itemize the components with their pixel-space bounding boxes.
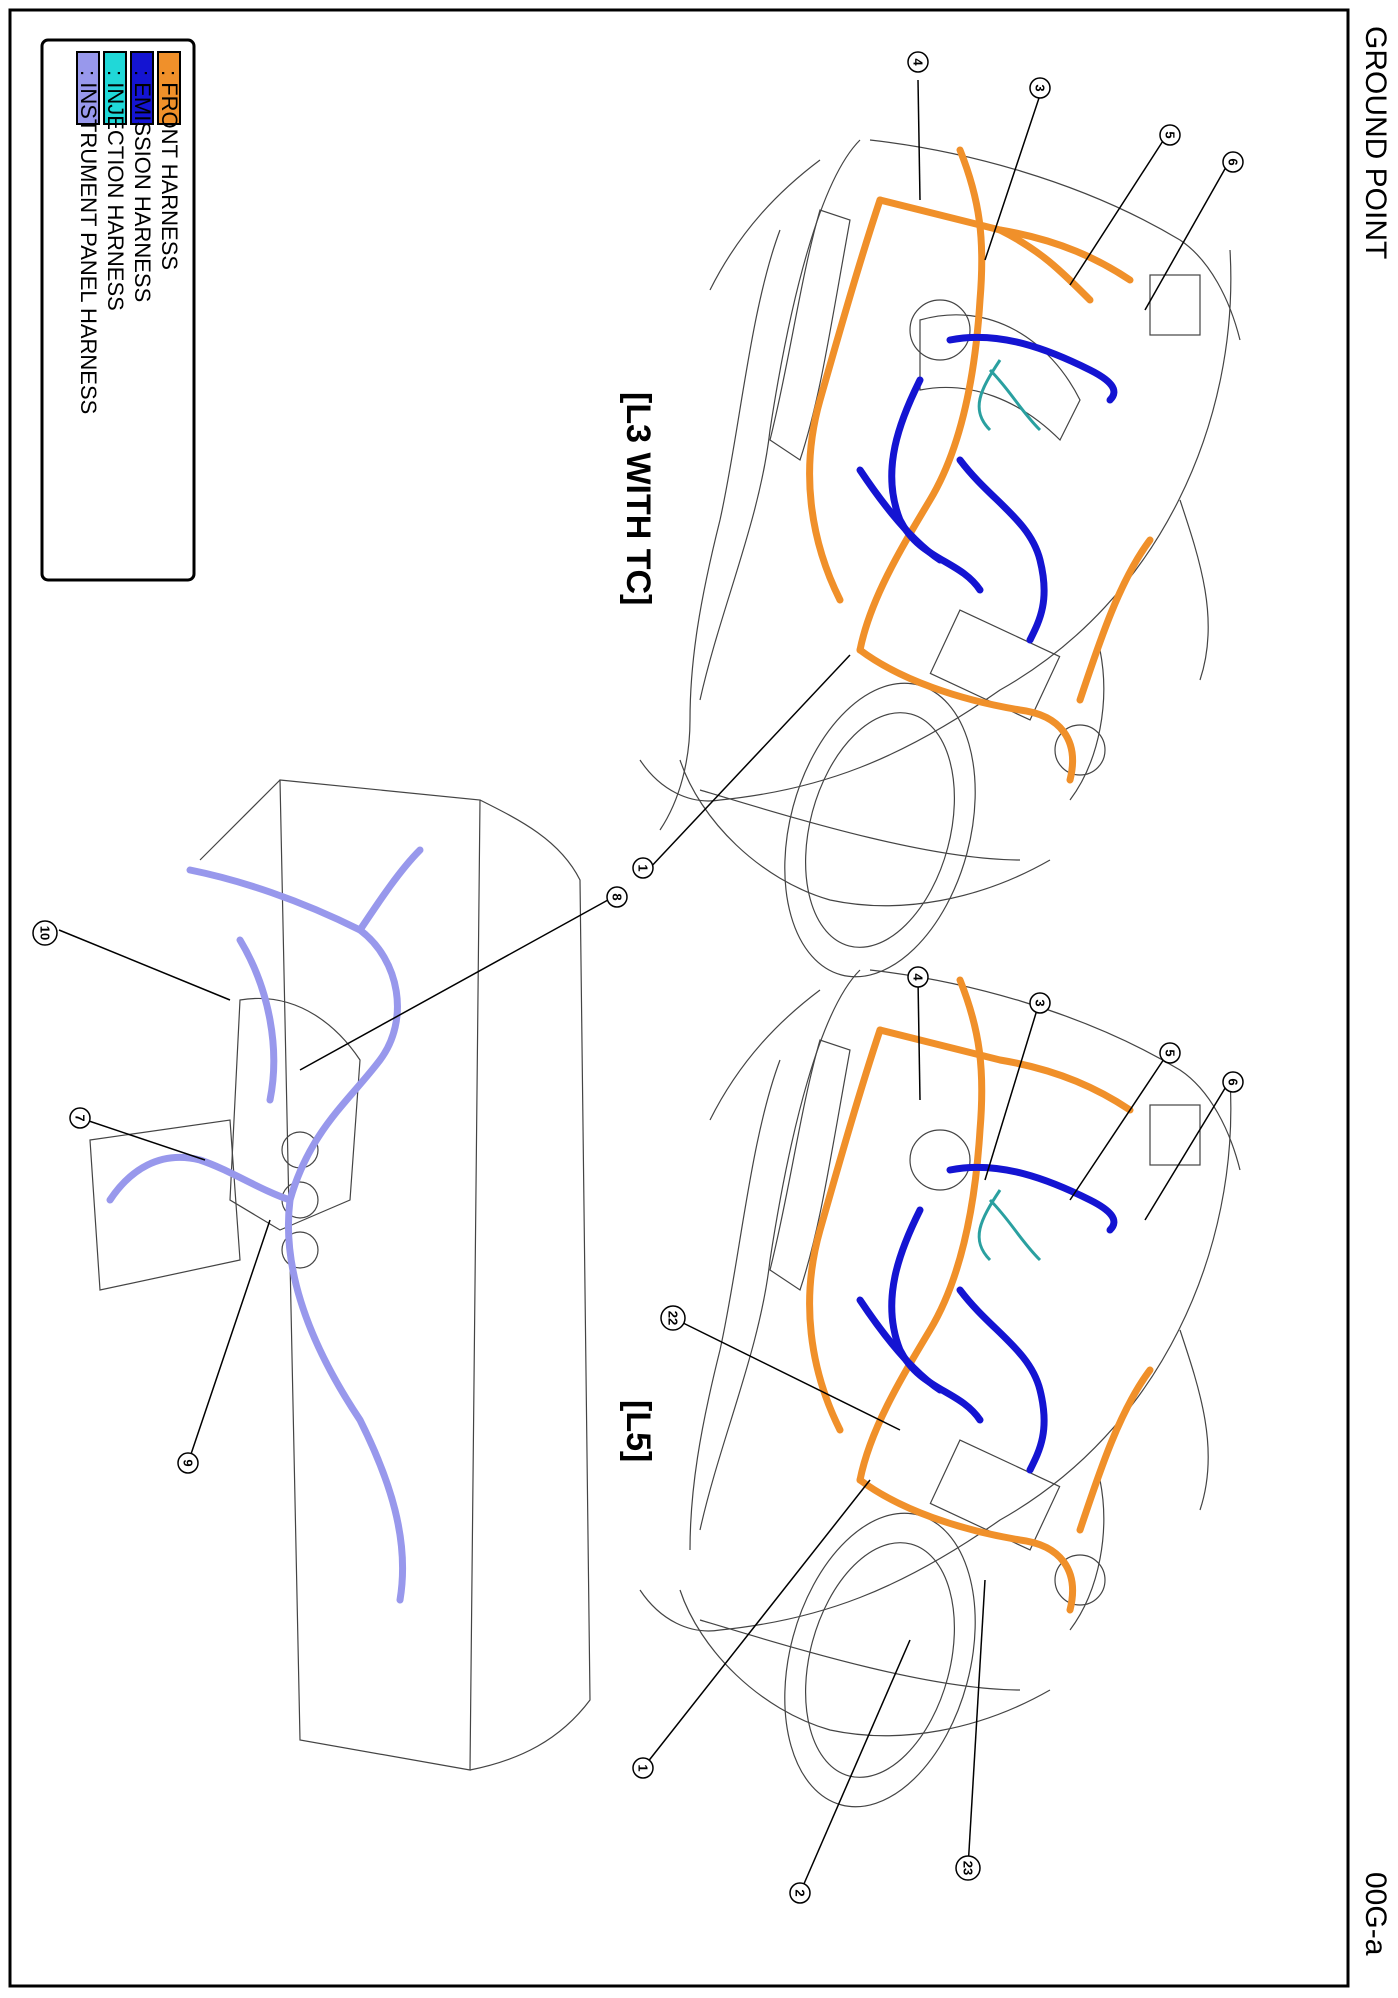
- callout-circle-5-top: [1159, 124, 1181, 146]
- legend-swatch-instrument: [76, 51, 100, 125]
- legend-box: [40, 38, 196, 582]
- variant-label-l3-with-tc: [L3 WITH TC]: [619, 392, 657, 606]
- engine-bay-l5: [639, 969, 1241, 1808]
- emission-harness-l5: [856, 1163, 1118, 1474]
- callout-circle-3-bottom: [1029, 992, 1051, 1014]
- callout-circles: [32, 51, 1244, 1904]
- legend-swatch-front: [157, 51, 181, 125]
- injection-harness-l5: [977, 1189, 1042, 1262]
- page-title: GROUND POINT: [1359, 26, 1392, 260]
- callout-circle-4-top: [907, 51, 929, 73]
- callout-circle-9: [177, 1452, 199, 1474]
- legend-swatch-injection: [103, 51, 127, 125]
- callout-circle-7: [69, 1107, 91, 1129]
- callout-circle-23: [955, 1855, 981, 1881]
- callout-7: 7: [73, 1114, 88, 1121]
- callout-5-top: 5: [1163, 131, 1178, 138]
- engine-bay-l3: [639, 139, 1241, 978]
- callout-circle-1-top: [632, 857, 654, 879]
- legend-label-instrument-panel-harness: : INSTRUMENT PANEL HARNESS: [76, 70, 101, 415]
- callout-8: 8: [610, 893, 625, 900]
- callout-circle-8: [606, 886, 628, 908]
- callout-22: 22: [666, 1311, 681, 1325]
- callout-6-bottom: 6: [1226, 1078, 1241, 1085]
- callout-4-top: 4: [911, 58, 926, 66]
- callout-1-bottom: 1: [636, 1764, 651, 1771]
- callout-circle-22: [660, 1305, 686, 1331]
- callout-circle-5-bottom: [1159, 1042, 1181, 1064]
- callout-1-top: 1: [636, 864, 651, 871]
- page-code: 00G-a: [1359, 1872, 1392, 1956]
- callout-leaders: [58, 79, 1231, 1894]
- legend-label-emission-harness: : EMISSION HARNESS: [130, 70, 155, 303]
- legend-label-injection-harness: : INJECTION HARNESS: [103, 70, 128, 311]
- injection-harness-l3: [977, 359, 1042, 432]
- callout-3-top: 3: [1033, 84, 1048, 91]
- callout-circle-4-bottom: [907, 966, 929, 988]
- callout-6-top: 6: [1226, 158, 1241, 165]
- legend: [40, 38, 196, 582]
- callout-circle-6-bottom: [1222, 1071, 1244, 1093]
- callout-9: 9: [181, 1459, 196, 1466]
- callout-numbers: 4 3 5 6 1 8 10 4 3 5 6 7 22 9 1 2 23: [38, 58, 1241, 1896]
- callout-10: 10: [38, 926, 53, 940]
- callout-2: 2: [793, 1889, 808, 1896]
- callout-3-bottom: 3: [1033, 999, 1048, 1006]
- front-harness-l5: [806, 976, 1154, 1614]
- callout-23: 23: [961, 1861, 976, 1875]
- callout-circle-10: [32, 920, 58, 946]
- emission-harness-l3: [856, 333, 1118, 644]
- page-border: [8, 8, 1350, 1988]
- instrument-panel-harness: [106, 846, 424, 1604]
- callout-circle-1-bottom: [632, 1757, 654, 1779]
- legend-swatch-emission: [130, 51, 154, 125]
- dashboard-outline: [89, 779, 591, 1771]
- callout-circle-6-top: [1222, 151, 1244, 173]
- callout-5-bottom: 5: [1163, 1049, 1178, 1056]
- callout-circle-3-top: [1029, 77, 1051, 99]
- front-harness-l3: [806, 146, 1154, 784]
- callout-4-bottom: 4: [911, 973, 926, 981]
- variant-label-l5: [L5]: [619, 1400, 657, 1463]
- callout-circle-2: [789, 1882, 811, 1904]
- legend-label-front-harness: : FRONT HARNESS: [157, 70, 182, 271]
